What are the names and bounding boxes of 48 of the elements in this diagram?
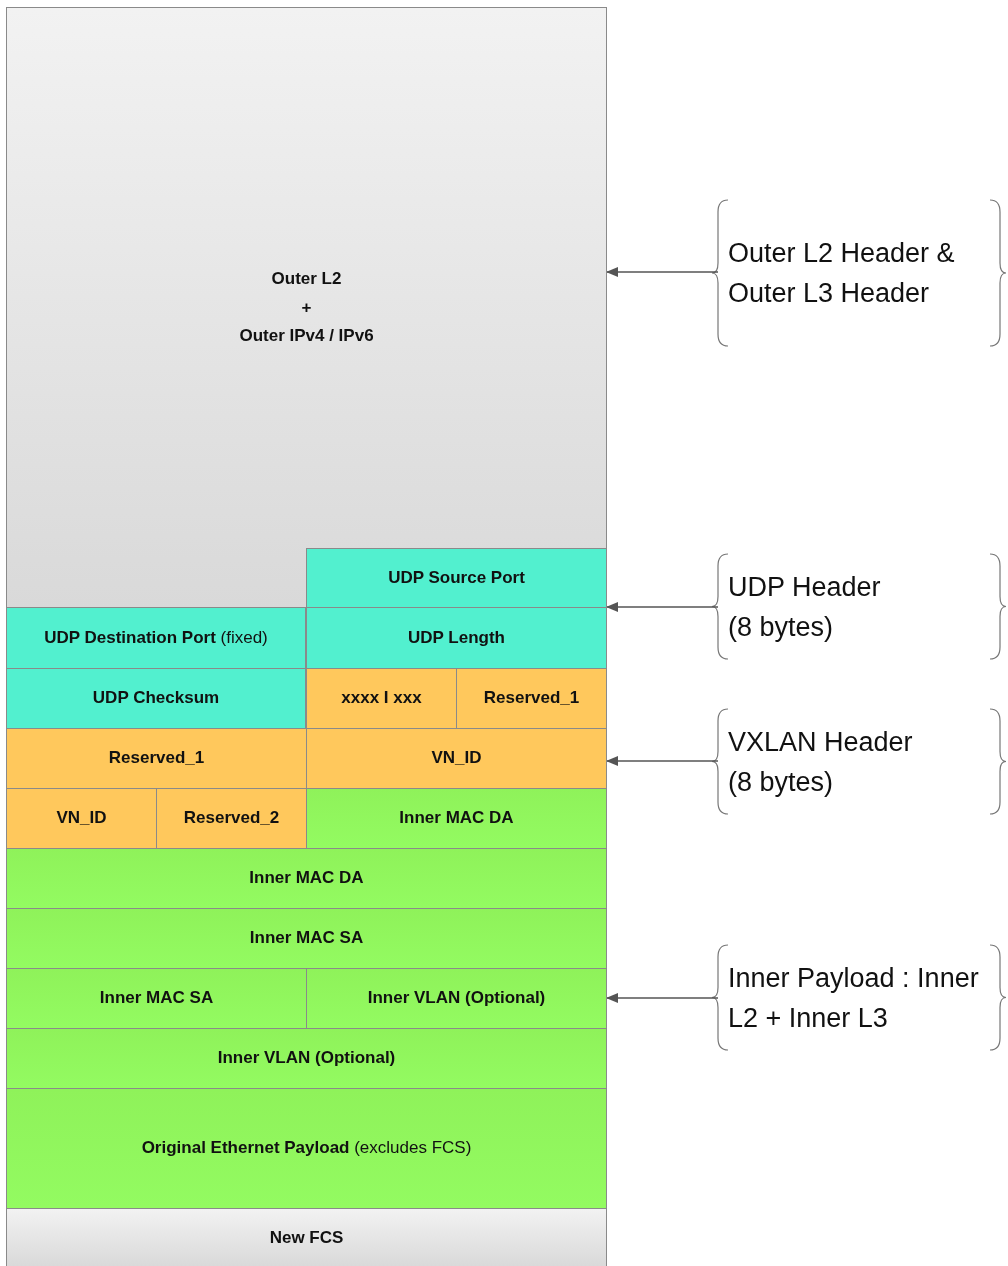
arrow [606,993,719,1003]
header-field [306,607,607,669]
header-field [306,968,607,1029]
field-label: Inner MAC SA [99,987,214,1010]
field-label: UDP Length [408,626,505,649]
field-label: UDP Source Port [388,566,525,589]
header-field [456,668,607,729]
header-field [6,788,157,849]
header-field [6,7,607,609]
field-label: Inner VLAN (Optional) [217,1047,396,1070]
header-field [6,1088,607,1209]
field-label: VN_ID [431,747,482,770]
field-label: UDP Checksum [92,687,220,710]
header-field [6,1208,607,1266]
field-label: Inner MAC SA [249,927,364,950]
bracket-label: Inner Payload : Inner L2 + Inner L3 [728,961,980,1035]
field-label: Inner VLAN (Optional) [367,987,546,1010]
field-label: Outer L2 [271,267,342,290]
field-label: Reserved_1 [483,687,580,710]
header-field [306,788,607,849]
header-field [156,788,307,849]
arrow [606,756,719,766]
field-label: VN_ID [56,807,107,830]
field-label: Inner MAC DA [399,807,514,830]
field-label: Inner MAC DA [249,867,364,890]
bracket-label: UDP Header (8 bytes) [728,570,882,644]
header-field [306,668,457,729]
field-label: Outer IPv4 / IPv6 [239,325,374,348]
arrow [606,267,719,277]
field-label: + [301,296,312,319]
arrow [606,602,719,612]
header-field [306,728,607,789]
bracket-label: VXLAN Header (8 bytes) [728,725,914,799]
field-label: Original Ethernet Payload (excludes FCS) [141,1137,472,1160]
field-label: Reserved_2 [183,807,280,830]
header-field [6,607,306,669]
header-field [6,1028,607,1089]
field-label: UDP Destination Port (fixed) [44,626,268,649]
header-field [6,848,607,909]
header-field [6,668,306,729]
header-field [306,548,607,608]
header-field [6,968,307,1029]
field-label: Reserved_1 [108,747,205,770]
header-field [6,908,607,969]
field-label: xxxx I xxx [341,687,422,710]
bracket-label: Outer L2 Header & Outer L3 Header [728,237,956,310]
header-field [6,728,307,789]
field-label: New FCS [269,1226,344,1249]
